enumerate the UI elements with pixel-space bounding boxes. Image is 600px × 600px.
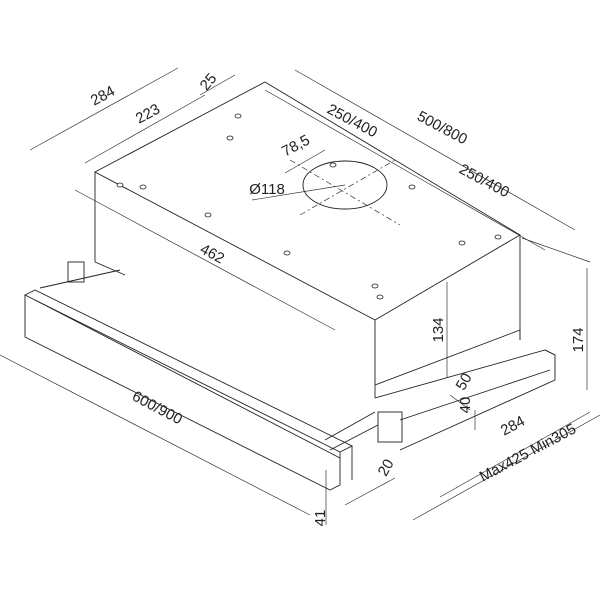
label-223: 223	[133, 101, 163, 128]
control-panel	[377, 411, 403, 443]
label-174: 174	[570, 327, 587, 352]
mounting-holes	[116, 113, 502, 300]
label-284-top: 284	[88, 83, 118, 110]
hood-body	[67, 81, 556, 451]
label-250-400-a: 250/400	[324, 101, 380, 141]
label-284-bottom: 284	[498, 413, 528, 440]
label-50: 50	[453, 370, 476, 393]
visor	[23, 269, 379, 491]
label-20: 20	[375, 456, 398, 479]
label-600-900: 600/900	[129, 388, 185, 428]
label-78-5: 78,5	[279, 132, 313, 161]
label-462: 462	[197, 241, 227, 268]
label-500-800: 500/800	[414, 108, 470, 148]
dimension-lines	[0, 67, 600, 525]
label-40: 40	[457, 397, 474, 414]
label-250-400-b: 250/400	[456, 161, 512, 201]
label-134: 134	[430, 317, 447, 342]
label-diameter: Ø118	[249, 181, 285, 198]
outlet	[116, 113, 502, 300]
label-25: 25	[197, 70, 221, 94]
control-panel-left	[67, 261, 85, 283]
dimension-labels: 284 223 25 250/400 500/800 78,5 Ø118 250…	[88, 70, 587, 526]
label-extension: Max425 Min305	[477, 420, 579, 485]
label-41: 41	[312, 510, 329, 527]
outlet-circle	[302, 160, 388, 210]
